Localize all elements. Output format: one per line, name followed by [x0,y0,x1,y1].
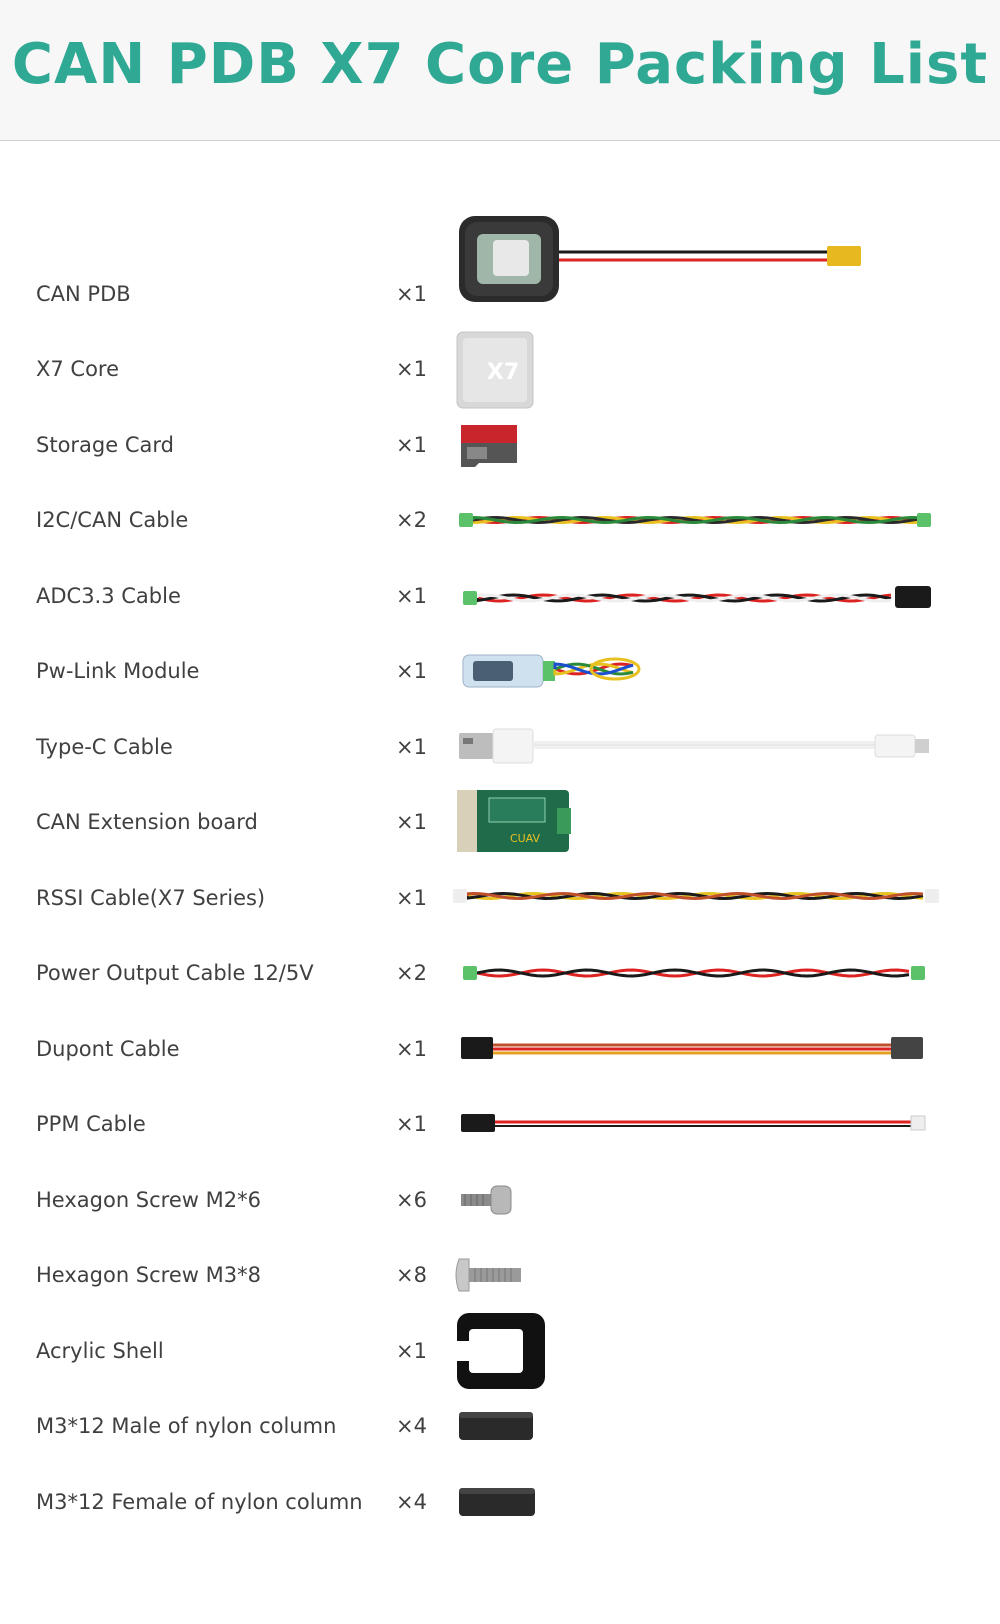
twisted-multicolor-cable-icon [455,490,975,550]
item-quantity: ×8 [396,1263,427,1287]
item-name: X7 Core [36,357,120,381]
list-item: I2C/CAN Cable ×2 [0,490,1000,550]
list-item: Hexagon Screw M2*6 ×6 [0,1170,1000,1230]
list-item: Type-C Cable ×1 [0,717,1000,777]
item-name: M3*12 Female of nylon column [36,1490,363,1514]
item-name: Hexagon Screw M3*8 [36,1263,261,1287]
item-quantity: ×1 [396,1037,427,1061]
item-name: Dupont Cable [36,1037,180,1061]
item-quantity: ×1 [396,433,427,457]
list-item: Storage Card ×1 [0,415,1000,475]
list-item: ADC3.3 Cable ×1 [0,566,1000,626]
item-quantity: ×4 [396,1414,427,1438]
item-name: Pw-Link Module [36,659,200,683]
pw-link-module-icon [455,641,975,701]
item-name: CAN Extension board [36,810,258,834]
list-item: M3*12 Male of nylon column ×4 [0,1396,1000,1456]
svg-text:CUAV: CUAV [510,832,541,845]
item-quantity: ×1 [396,1112,427,1136]
item-name: RSSI Cable(X7 Series) [36,886,266,910]
twisted-red-black-power-cable-icon [455,943,975,1003]
x7-core-module-icon: X7 [455,331,975,409]
item-name: I2C/CAN Cable [36,508,189,532]
item-quantity: ×1 [396,735,427,759]
list-item: M3*12 Female of nylon column ×4 [0,1472,1000,1532]
item-quantity: ×4 [396,1490,427,1514]
page-header: CAN PDB X7 Core Packing List [0,0,1000,141]
microsd-card-icon [455,415,975,475]
list-item: RSSI Cable(X7 Series) ×1 [0,868,1000,928]
item-name: Storage Card [36,433,174,457]
svg-text:X7: X7 [487,360,519,385]
list-item: PPM Cable ×1 [0,1094,1000,1154]
item-quantity: ×2 [396,508,427,532]
list-item: Hexagon Screw M3*8 ×8 [0,1245,1000,1305]
list-item: Pw-Link Module ×1 [0,641,1000,701]
item-quantity: ×1 [396,810,427,834]
item-quantity: ×1 [396,282,427,306]
long-screw-icon [455,1245,975,1305]
page-title: CAN PDB X7 Core Packing List [11,32,989,97]
item-quantity: ×1 [396,886,427,910]
list-item: Power Output Cable 12/5V ×2 [0,943,1000,1003]
list-item: X7 Core ×1 X7 [0,331,1000,409]
dupont-cable-icon [455,1019,975,1079]
item-quantity: ×6 [396,1188,427,1212]
acrylic-shell-icon [455,1313,975,1389]
nylon-standoff-male-icon [455,1396,975,1456]
item-quantity: ×1 [396,1339,427,1363]
item-quantity: ×1 [396,357,427,381]
item-name: Type-C Cable [36,735,173,759]
nylon-standoff-female-icon [455,1472,975,1532]
list-item: Acrylic Shell ×1 [0,1313,1000,1389]
usb-type-c-cable-icon [455,717,975,777]
item-name: Power Output Cable 12/5V [36,961,314,985]
item-name: Hexagon Screw M2*6 [36,1188,261,1212]
list-item: CAN PDB ×1 [0,216,1000,324]
item-name: M3*12 Male of nylon column [36,1414,337,1438]
can-pdb-board-with-power-cable-icon [455,216,975,324]
item-quantity: ×1 [396,584,427,608]
short-screw-icon [455,1170,975,1230]
item-name: Acrylic Shell [36,1339,164,1363]
ppm-cable-icon [455,1094,975,1154]
item-name: ADC3.3 Cable [36,584,181,608]
item-name: CAN PDB [36,282,131,306]
twisted-red-black-cable-icon [455,566,975,626]
item-name: PPM Cable [36,1112,146,1136]
can-extension-board-icon: CUAV [455,790,975,852]
twisted-yellow-black-cable-icon [453,868,975,928]
list-item: CAN Extension board ×1 CUAV [0,790,1000,852]
list-item: Dupont Cable ×1 [0,1019,1000,1079]
item-quantity: ×2 [396,961,427,985]
item-quantity: ×1 [396,659,427,683]
